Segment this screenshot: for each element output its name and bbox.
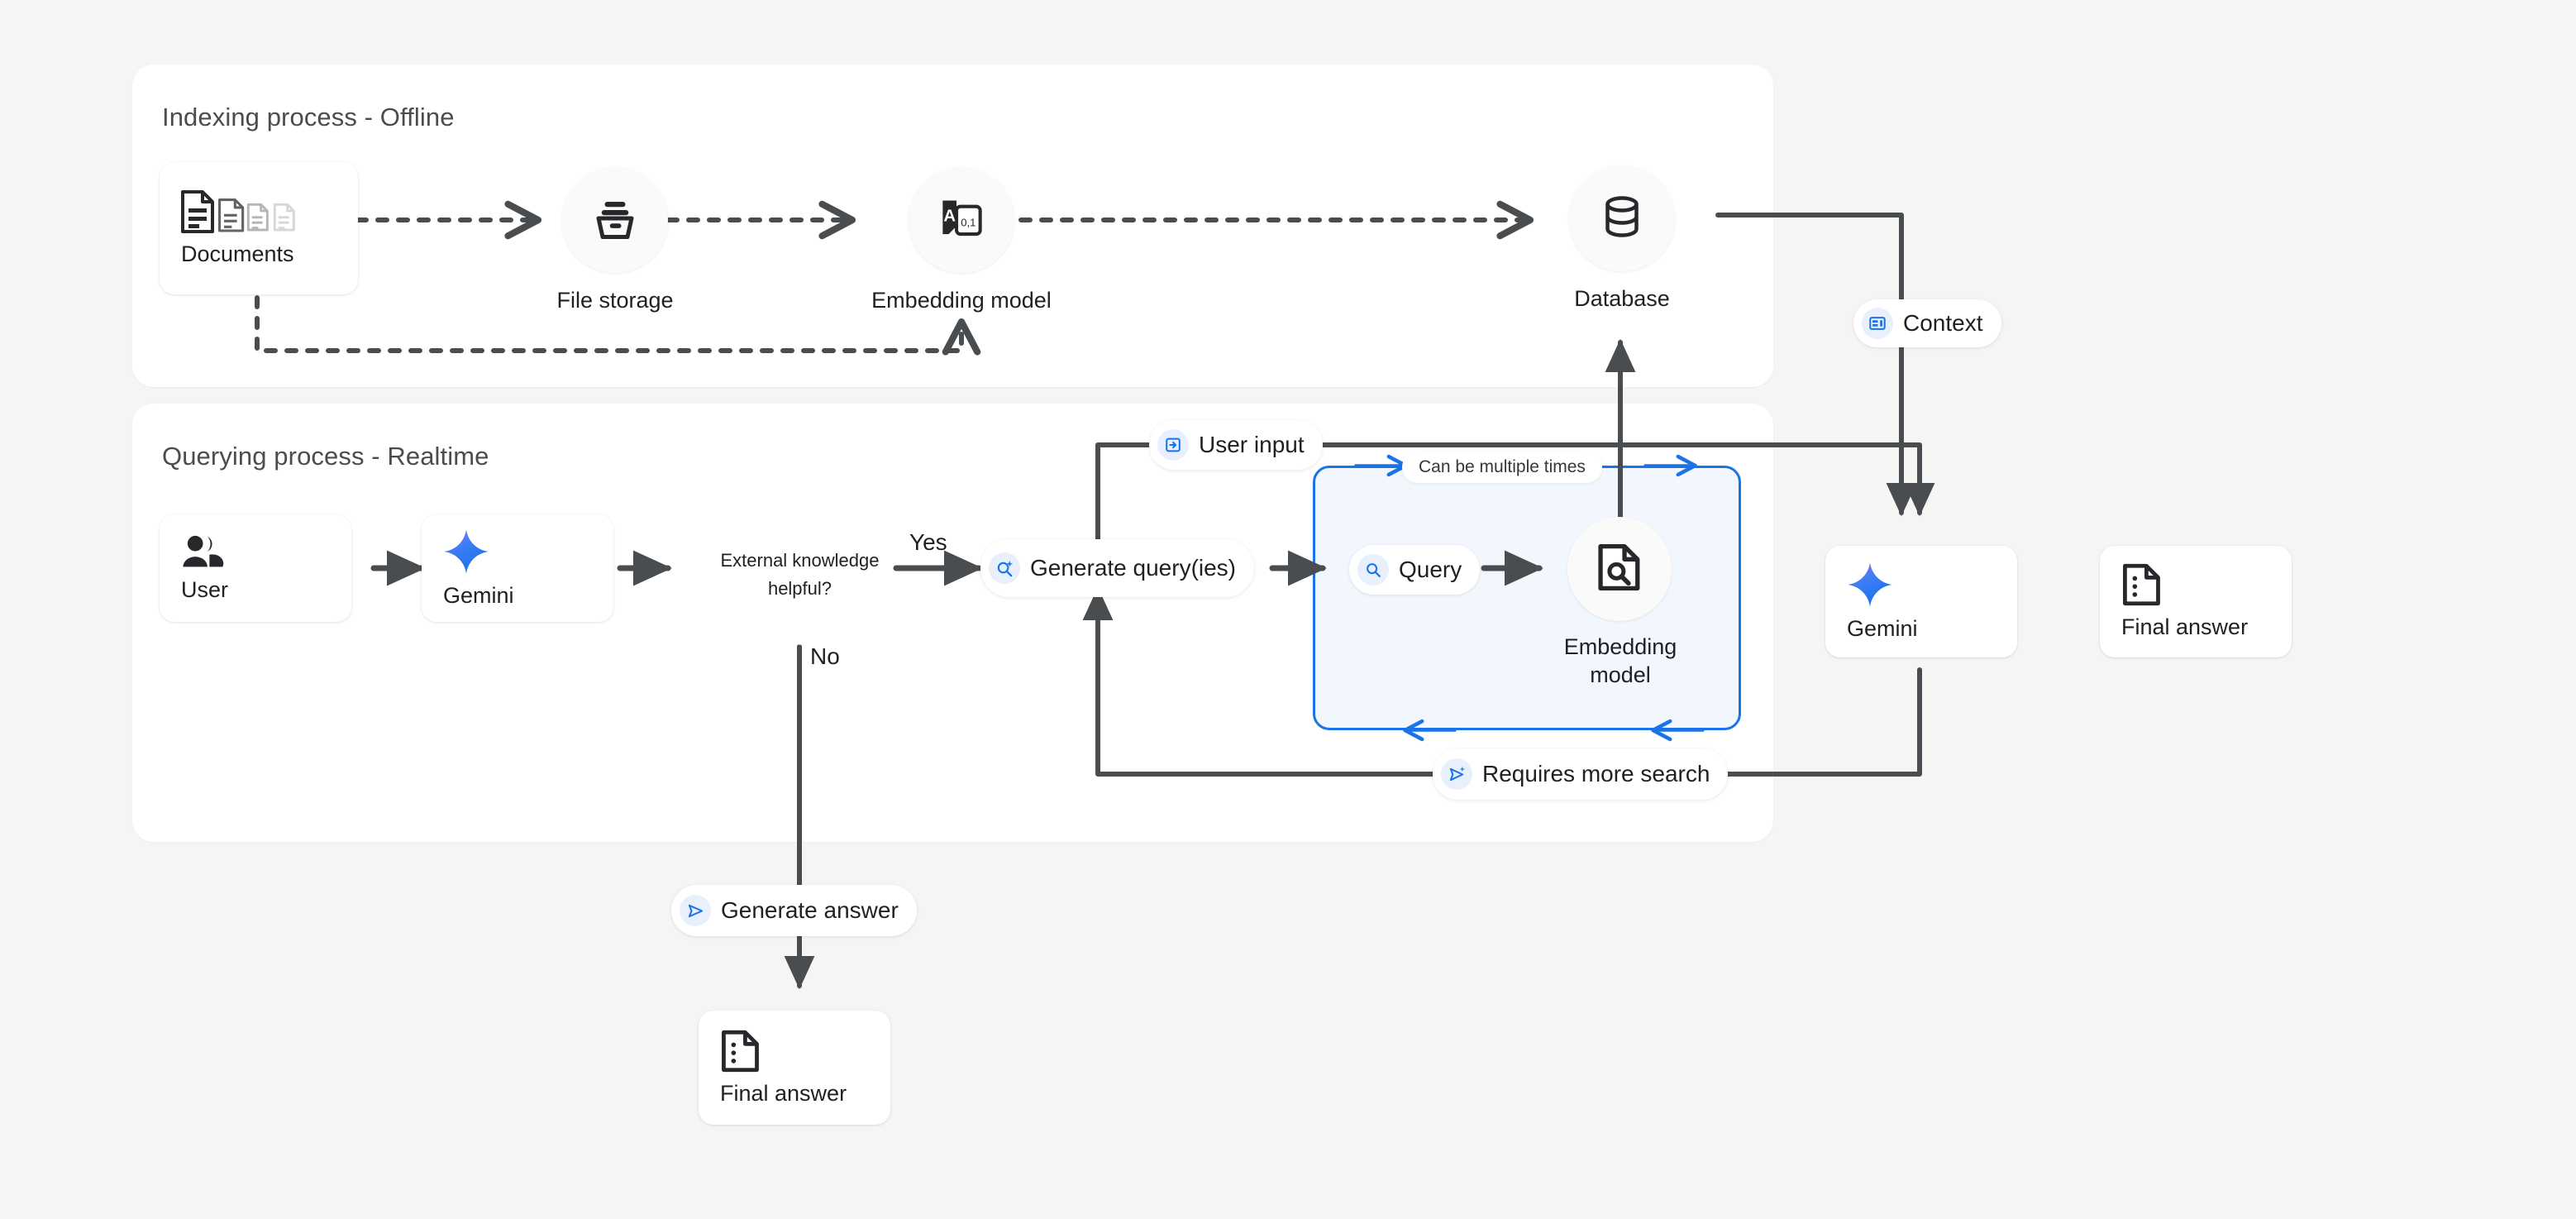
node-database[interactable] [1569, 165, 1675, 271]
final-answer-bottom-label: Final answer [720, 1080, 847, 1106]
pill-query[interactable]: Query [1349, 545, 1481, 595]
pill-can-be-multiple-times: Can be multiple times [1402, 452, 1602, 483]
file-box-icon [590, 194, 640, 247]
send-sparkle-icon [1441, 758, 1472, 790]
gemini-left-label: Gemini [443, 582, 514, 608]
database-icon [1597, 192, 1647, 246]
node-file-storage[interactable] [562, 167, 668, 273]
documents-icon [181, 189, 305, 233]
pill-generate-queries[interactable]: Generate query(ies) [980, 539, 1255, 597]
node-documents[interactable]: Documents [160, 162, 358, 294]
node-gemini-right[interactable]: Gemini [1825, 546, 2017, 657]
gemini-right-label: Gemini [1847, 616, 1918, 641]
pill-generate-answer[interactable]: Generate answer [671, 885, 917, 936]
edge-label-no: No [810, 643, 840, 669]
node-gemini-left[interactable]: Gemini [422, 514, 613, 622]
svg-text:A: A [943, 207, 956, 225]
node-user[interactable]: User [160, 514, 351, 622]
file-storage-label: File storage [556, 288, 674, 313]
retrieval-loop-box [1313, 466, 1741, 730]
search-sparkle-icon [989, 552, 1020, 584]
final-answer-right-label: Final answer [2121, 614, 2249, 639]
input-arrow-icon [1157, 429, 1189, 461]
decision-label: External knowledge helpful? [720, 549, 880, 599]
gemini-sparkle-icon [1847, 562, 1893, 608]
node-decision-external-knowledge[interactable]: External knowledge helpful? [707, 504, 893, 645]
answer-doc-icon [2121, 563, 2163, 606]
people-icon [181, 534, 226, 569]
embedding-model-offline-label: Embedding model [871, 288, 1052, 313]
send-icon [680, 895, 711, 926]
search-icon [1357, 554, 1389, 586]
article-icon [1862, 308, 1893, 339]
generate-queries-label: Generate query(ies) [1030, 555, 1237, 581]
panel-indexing-title: Indexing process - Offline [162, 103, 455, 131]
documents-label: Documents [181, 241, 294, 266]
text-to-vector-icon: 0,1 A [936, 193, 987, 248]
pill-user-input[interactable]: User input [1149, 420, 1323, 470]
user-input-label: User input [1199, 432, 1305, 457]
database-label: Database [1574, 286, 1670, 311]
pill-context[interactable]: Context [1853, 299, 2001, 347]
user-label: User [181, 576, 229, 602]
document-search-icon [1596, 543, 1643, 595]
query-label: Query [1399, 557, 1462, 582]
node-embedding-model-query[interactable] [1567, 517, 1672, 621]
pill-requires-more-search[interactable]: Requires more search [1433, 748, 1729, 800]
gemini-sparkle-icon [443, 528, 489, 575]
node-final-answer-bottom[interactable]: Final answer [699, 1011, 890, 1125]
requires-more-search-label: Requires more search [1482, 761, 1710, 786]
embedding-model-query-label: Embedding model [1563, 634, 1677, 687]
svg-text:0,1: 0,1 [961, 216, 976, 228]
answer-doc-icon [720, 1030, 761, 1073]
panel-querying-title: Querying process - Realtime [162, 442, 489, 471]
generate-answer-label: Generate answer [721, 897, 899, 923]
edge-label-yes: Yes [909, 529, 947, 555]
node-final-answer-right[interactable]: Final answer [2100, 546, 2292, 657]
context-label: Context [1903, 310, 1983, 336]
node-embedding-model-offline[interactable]: 0,1 A [909, 167, 1014, 273]
loop-note-label: Can be multiple times [1419, 457, 1586, 476]
